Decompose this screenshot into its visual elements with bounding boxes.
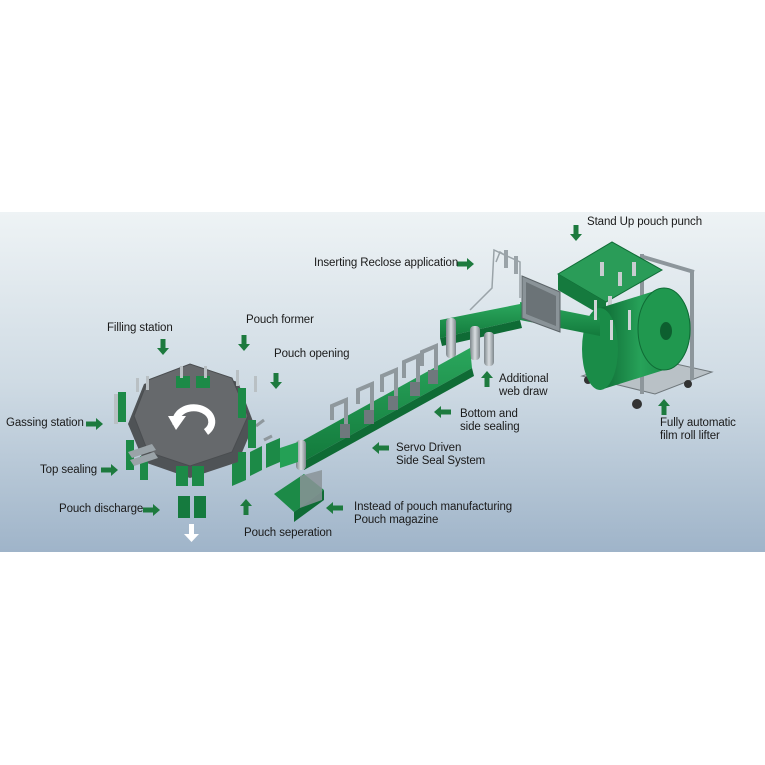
label-bottom-side-sealing: Bottom and side sealing bbox=[460, 408, 520, 433]
label-stand-up-pouch-punch: Stand Up pouch punch bbox=[587, 216, 703, 228]
label-filling-station: Filling station bbox=[107, 322, 173, 334]
label-gassing-station: Gassing station bbox=[6, 417, 84, 429]
label-pouch-opening: Pouch opening bbox=[274, 348, 350, 360]
label-fully-automatic-film-roll-lifter: Fully automatic film roll lifter bbox=[660, 417, 736, 442]
label-pouch-separation: Pouch seperation bbox=[244, 527, 332, 539]
discharge-arrow-icon bbox=[184, 524, 199, 542]
film-roll-machine bbox=[520, 241, 714, 409]
label-servo-driven-side-seal: Servo Driven Side Seal System bbox=[396, 442, 486, 467]
label-pouch-discharge: Pouch discharge bbox=[59, 503, 144, 515]
label-inserting-reclose: Inserting Reclose application bbox=[314, 257, 459, 269]
rotation-icon bbox=[168, 404, 216, 435]
rotary-carousel bbox=[114, 363, 257, 542]
label-additional-web-draw: Additional web draw bbox=[499, 373, 549, 398]
label-pouch-former: Pouch former bbox=[246, 314, 314, 326]
web-line bbox=[232, 248, 522, 522]
label-pouch-magazine: Instead of pouch manufacturing Pouch mag… bbox=[354, 501, 513, 526]
label-top-sealing: Top sealing bbox=[40, 464, 98, 476]
